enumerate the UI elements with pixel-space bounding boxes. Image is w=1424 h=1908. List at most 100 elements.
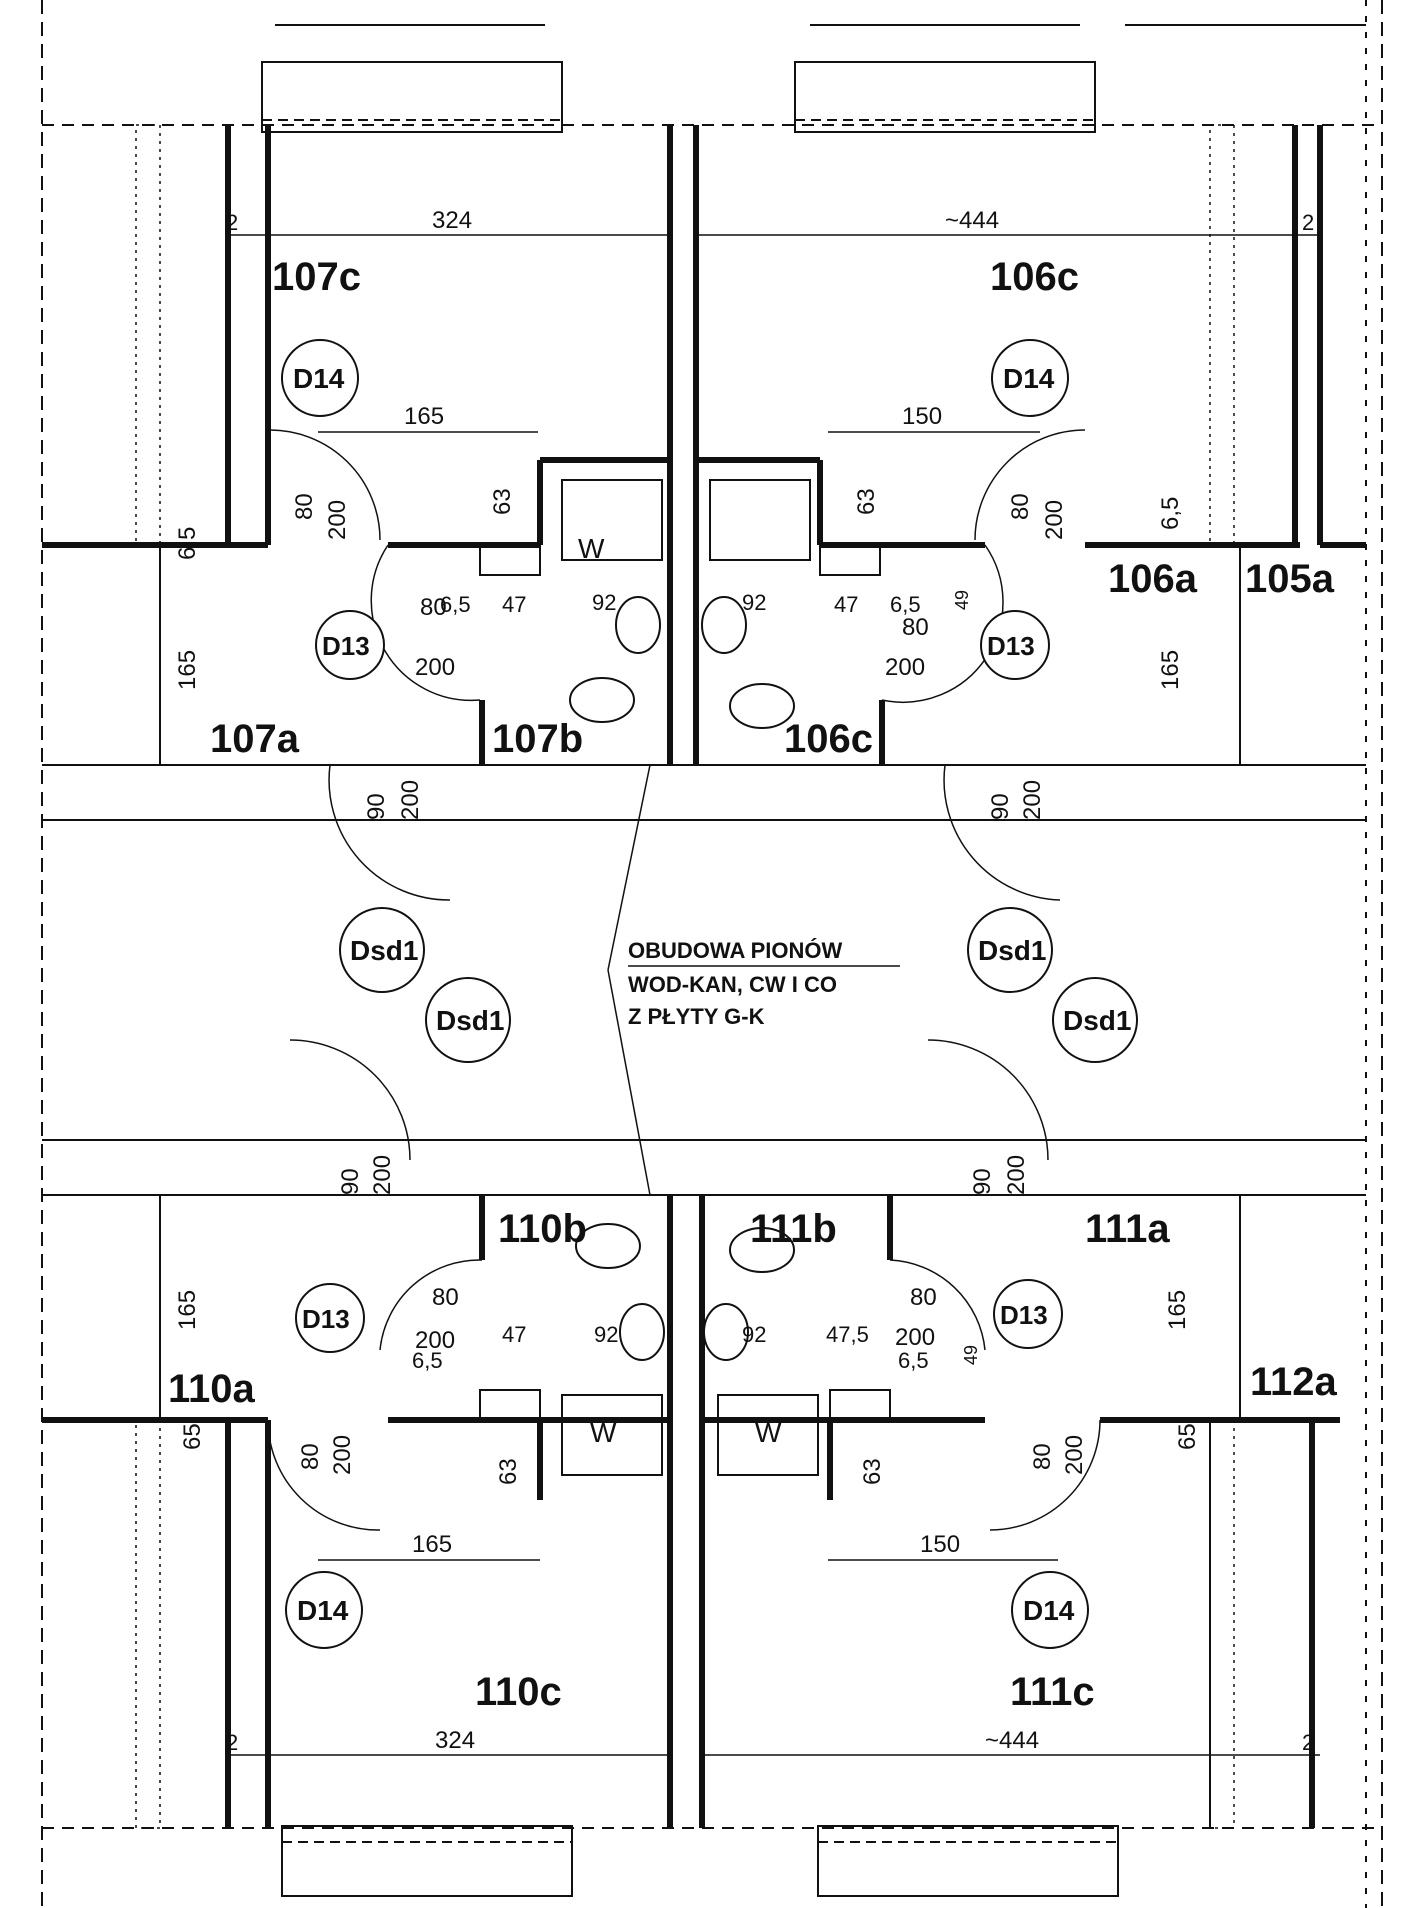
room-label-110b: 110b	[498, 1207, 587, 1251]
shower-tray-111b	[717, 1394, 819, 1476]
dimension-65: 65	[1174, 1423, 1201, 1450]
dimension-6-5: 6,5	[440, 592, 471, 617]
door-tag-dsd1: Dsd1	[350, 935, 418, 966]
door-tag-d13: D13	[987, 631, 1035, 661]
dimension-90: 90	[969, 1168, 996, 1195]
room-label-107c: 107c	[272, 255, 361, 299]
dimension-49: 49	[961, 1345, 981, 1365]
dimension-47: 47	[502, 1322, 526, 1347]
dimension-lines	[228, 234, 1320, 1756]
vertical-dimensions: 80 200 80 200 63 63 6,5 6,5 165 165 49 9…	[174, 488, 1201, 1485]
dimension-200: 200	[1041, 500, 1068, 540]
dimension-80: 80	[1029, 1443, 1056, 1470]
room-label-106a: 106a	[1108, 557, 1198, 601]
dimension-90: 90	[987, 793, 1014, 820]
door-tag-dsd1: Dsd1	[1063, 1005, 1131, 1036]
door-tag-d13: D13	[302, 1304, 350, 1334]
room-label-111b: 111b	[750, 1207, 837, 1251]
door-tag-dsd1: Dsd1	[978, 935, 1046, 966]
dimension-63: 63	[859, 1458, 886, 1485]
room-label-111c: 111c	[1010, 1670, 1095, 1714]
note-line-3: Z PŁYTY G-K	[628, 1004, 765, 1029]
dimension-6-5: 6,5	[412, 1348, 443, 1373]
door-tag-d14: D14	[293, 363, 345, 394]
dimension-6-5: 6,5	[898, 1348, 929, 1373]
dimension-2: 2	[226, 210, 238, 235]
dimension-80: 80	[432, 1284, 459, 1311]
columns	[135, 124, 1235, 1829]
dimension-92: 92	[592, 590, 616, 615]
room-label-110c: 110c	[475, 1670, 562, 1714]
door-tag-d13: D13	[1000, 1300, 1048, 1330]
dimension-444: ~444	[945, 207, 999, 234]
dimension-92: 92	[742, 1322, 766, 1347]
dimension-165: 165	[174, 650, 201, 690]
dimension-49: 49	[952, 590, 972, 610]
shower-tray-106c	[709, 479, 811, 561]
room-label-105a: 105a	[1245, 557, 1335, 601]
shower-label-w: W	[578, 533, 605, 564]
dimension-150: 150	[920, 1531, 960, 1558]
dimension-92: 92	[742, 590, 766, 615]
dimension-200: 200	[1019, 780, 1046, 820]
door-tag-d14: D14	[297, 1595, 349, 1626]
dimension-200: 200	[369, 1155, 396, 1195]
dimension-200: 200	[885, 654, 925, 681]
dimension-92: 92	[594, 1322, 618, 1347]
dimension-80: 80	[420, 594, 447, 621]
dimension-200: 200	[415, 1327, 455, 1354]
room-label-107a: 107a	[210, 717, 300, 761]
door-swings	[267, 429, 1101, 1531]
shower-tray-110b	[561, 1394, 663, 1476]
dimension-63: 63	[853, 488, 880, 515]
dimension-90: 90	[337, 1168, 364, 1195]
dimension-165: 165	[412, 1531, 452, 1558]
dimension-200: 200	[324, 500, 351, 540]
note-leader-line	[607, 969, 651, 1196]
toilet-111b	[729, 1227, 795, 1273]
dimension-80: 80	[291, 493, 318, 520]
dimension-6-5: 6,5	[890, 592, 921, 617]
dimension-165: 165	[1157, 650, 1184, 690]
door-tag-dsd1: Dsd1	[436, 1005, 504, 1036]
dimension-47-5: 47,5	[826, 1322, 869, 1347]
dimension-47: 47	[834, 592, 858, 617]
dimension-150: 150	[902, 403, 942, 430]
note-line-2: WOD-KAN, CW I CO	[628, 972, 837, 997]
shower-label-w: W	[755, 1417, 782, 1448]
dimension-2: 2	[226, 1730, 238, 1755]
door-tag-circles	[281, 339, 1138, 1649]
building-outline	[41, 0, 1383, 1908]
door-tag-d14: D14	[1003, 363, 1055, 394]
note-leader-line	[607, 764, 651, 971]
shower-tray-107b	[561, 479, 663, 561]
washbasin-110b	[619, 1303, 665, 1361]
dimension-63: 63	[495, 1458, 522, 1485]
dimension-80: 80	[910, 1284, 937, 1311]
washbasin-111b	[703, 1303, 749, 1361]
door-tag-d13: D13	[322, 631, 370, 661]
dimension-80: 80	[902, 614, 929, 641]
dimension-200: 200	[1003, 1155, 1030, 1195]
shower-label-w: W	[590, 1417, 617, 1448]
room-label-110a: 110a	[168, 1367, 256, 1411]
toilet-110b	[575, 1223, 641, 1269]
toilet-107b	[569, 677, 635, 723]
dimension-165: 165	[404, 403, 444, 430]
dimension-200: 200	[397, 780, 424, 820]
dimension-165: 165	[1164, 1290, 1191, 1330]
room-label-112a: 112a	[1250, 1360, 1338, 1404]
dimension-80: 80	[1007, 493, 1034, 520]
dimension-165: 165	[174, 1290, 201, 1330]
walls	[42, 125, 1366, 1828]
dimension-444: ~444	[985, 1727, 1039, 1754]
washbasin-106c	[701, 596, 747, 654]
dimension-2: 2	[1302, 1730, 1314, 1755]
dimension-200: 200	[329, 1435, 356, 1475]
door-tag-d14: D14	[1023, 1595, 1075, 1626]
note-line-1: OBUDOWA PIONÓW	[628, 938, 843, 963]
dimension-80: 80	[297, 1443, 324, 1470]
dimension-90: 90	[363, 793, 390, 820]
